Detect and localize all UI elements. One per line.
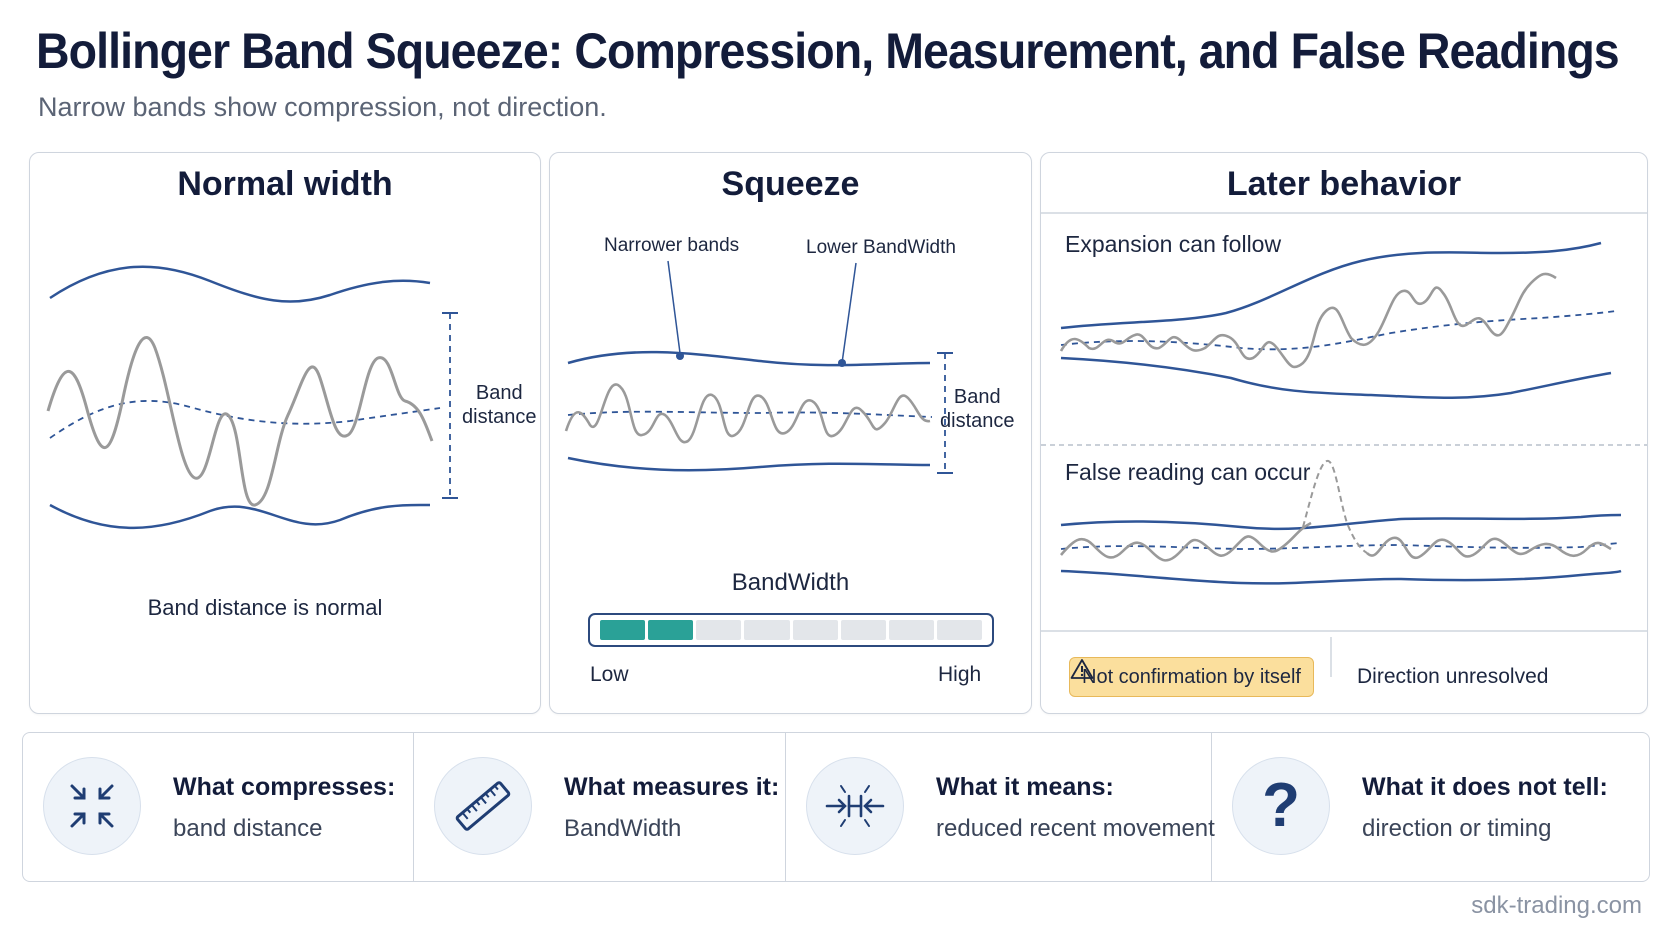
meter-segment bbox=[936, 620, 982, 640]
summary-heading: What it means: bbox=[936, 773, 1114, 801]
summary-item-compresses: What compresses: band distance bbox=[23, 733, 414, 881]
false-reading-caption: False reading can occur bbox=[1065, 459, 1311, 485]
summary-text: reduced recent movement bbox=[936, 815, 1215, 842]
meter-low-label: Low bbox=[590, 663, 629, 686]
summary-text: band distance bbox=[173, 815, 323, 842]
expansion-caption: Expansion can follow bbox=[1065, 231, 1282, 257]
band-distance-label: Band distance bbox=[462, 382, 537, 428]
summary-heading: What it does not tell: bbox=[1362, 773, 1608, 801]
upper-band-line bbox=[49, 265, 431, 303]
meter-high-label: High bbox=[938, 663, 982, 686]
meter-segment bbox=[792, 620, 838, 640]
site-footer: sdk-trading.com bbox=[1471, 892, 1642, 919]
upper-band-line bbox=[567, 350, 931, 367]
narrower-callout-dot bbox=[676, 352, 684, 360]
meter-segment bbox=[744, 620, 790, 640]
middle-band-line bbox=[49, 400, 441, 439]
false-price-line bbox=[1060, 521, 1312, 562]
panel-title: Later behavior bbox=[1226, 165, 1462, 203]
panel-title: Squeeze bbox=[721, 165, 860, 203]
page-subtitle: Narrow bands show compression, not direc… bbox=[38, 92, 607, 122]
bandwidth-callout-line bbox=[841, 262, 857, 364]
compress-arrows-icon bbox=[43, 757, 141, 855]
squeeze-diagram bbox=[564, 260, 953, 474]
normal-width-diagram bbox=[46, 265, 458, 530]
false-price-line-continued bbox=[1366, 536, 1612, 560]
band-distance-label: Band distance bbox=[940, 386, 1015, 432]
narrower-callout-line bbox=[667, 260, 681, 354]
later-behavior-diagram bbox=[1041, 212, 1647, 677]
summary-item-measures: What measures it: BandWidth bbox=[414, 733, 786, 881]
later-behavior-panel: Later behavior Expansion can follow Fals… bbox=[1040, 152, 1648, 714]
summary-item-not-tell: ? What it does not tell: direction or ti… bbox=[1212, 733, 1646, 881]
bandwidth-meter-title: BandWidth bbox=[731, 569, 850, 596]
warning-triangle-icon bbox=[1070, 659, 1094, 679]
direction-status: Direction unresolved bbox=[1357, 665, 1549, 688]
narrower-bands-label: Narrower bands bbox=[604, 235, 740, 256]
meter-segment bbox=[840, 620, 886, 640]
normal-caption: Band distance is normal bbox=[147, 595, 383, 620]
middle-band-line bbox=[567, 410, 933, 418]
bandwidth-callout-dot bbox=[838, 359, 846, 367]
page-title: Bollinger Band Squeeze: Compression, Mea… bbox=[36, 23, 1620, 79]
warning-badge: Not confirmation by itself bbox=[1069, 657, 1314, 697]
summary-heading: What compresses: bbox=[173, 773, 396, 801]
false-lower-band bbox=[1060, 569, 1622, 585]
expansion-upper-band bbox=[1060, 241, 1602, 330]
price-line bbox=[564, 383, 931, 444]
summary-item-means: What it means: reduced recent movement bbox=[786, 733, 1215, 881]
false-upper-band bbox=[1060, 513, 1622, 531]
meter-segment bbox=[696, 620, 742, 640]
price-line bbox=[46, 335, 434, 507]
meter-segment bbox=[888, 620, 934, 640]
summary-text: BandWidth bbox=[564, 815, 682, 842]
false-middle-band bbox=[1060, 542, 1622, 550]
summary-heading: What measures it: bbox=[564, 773, 780, 801]
expansion-price-line bbox=[1059, 272, 1557, 369]
expansion-lower-band bbox=[1060, 356, 1612, 400]
expansion-middle-band bbox=[1060, 310, 1617, 351]
summary-text: direction or timing bbox=[1362, 815, 1552, 842]
bandwidth-meter bbox=[588, 613, 994, 647]
ruler-icon bbox=[434, 757, 532, 855]
panel-title: Normal width bbox=[177, 165, 393, 203]
squeeze-panel: Squeeze Narrower bands Lower BandWidth B… bbox=[549, 152, 1032, 714]
question-mark-icon: ? bbox=[1232, 757, 1330, 855]
lower-band-line bbox=[49, 503, 431, 530]
normal-width-panel: Normal width Band distance Band distance… bbox=[29, 152, 541, 714]
meter-segment bbox=[600, 620, 646, 640]
false-spike-line bbox=[1302, 460, 1368, 554]
warning-text: Not confirmation by itself bbox=[1082, 665, 1301, 688]
lower-bandwidth-label: Lower BandWidth bbox=[806, 237, 956, 258]
lower-band-line bbox=[567, 456, 931, 472]
converge-arrows-icon bbox=[806, 757, 904, 855]
meter-segment bbox=[648, 620, 694, 640]
summary-strip: What compresses: band distance What meas… bbox=[22, 732, 1650, 882]
